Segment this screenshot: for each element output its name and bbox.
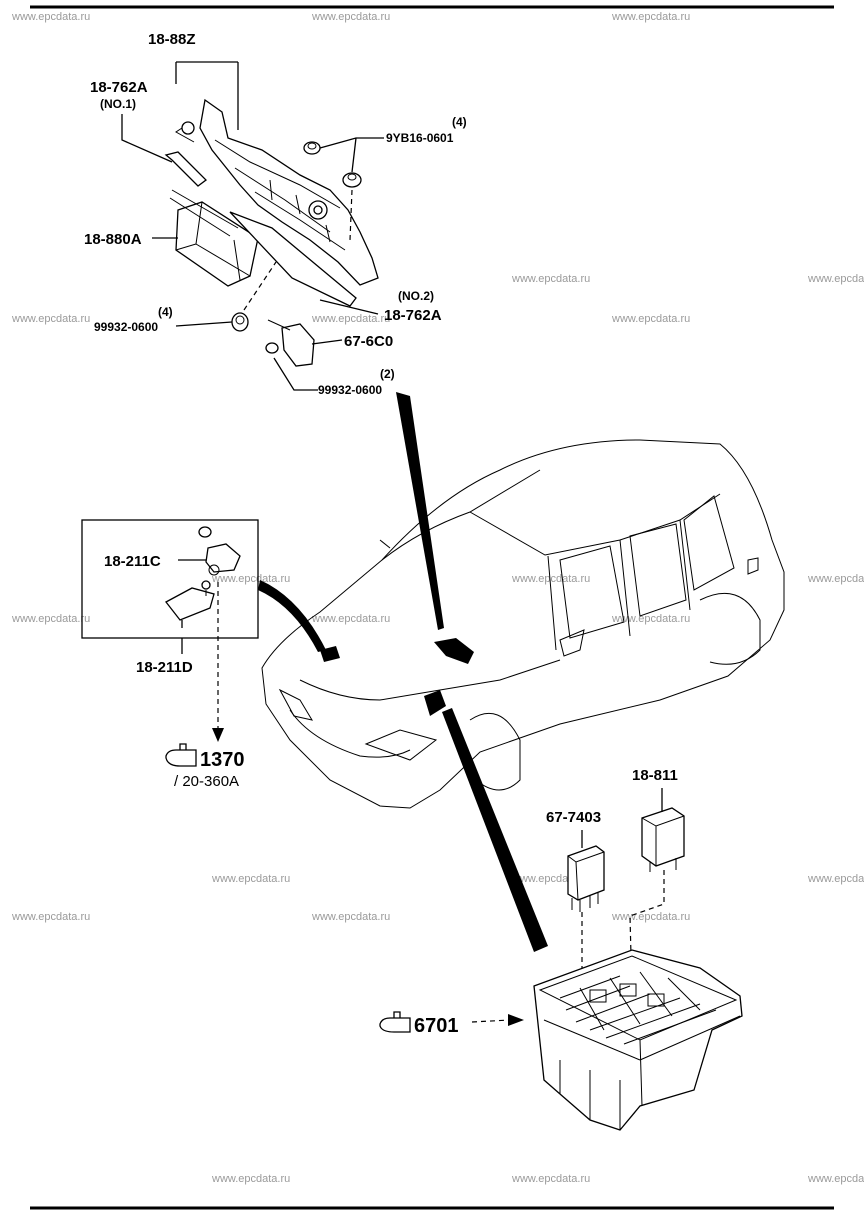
svg-text:www.epcdata.ru: www.epcdata.ru — [807, 573, 864, 585]
relay-18-811 — [641, 807, 685, 872]
part-label-18-211D: 18-211D — [136, 659, 193, 676]
svg-text:www.epcdata.ru: www.epcdata.ru — [511, 273, 590, 285]
part-label-18-88Z: 18-88Z — [148, 31, 196, 48]
relay-67-7403 — [567, 845, 605, 912]
svg-text:www.epcdata.ru: www.epcdata.ru — [311, 11, 390, 23]
svg-text:www.epcdata.ru: www.epcdata.ru — [611, 911, 690, 923]
svg-text:www.epcdata.ru: www.epcdata.ru — [211, 873, 290, 885]
fuse-ref-arrowhead — [508, 1014, 524, 1026]
sensor-ref-arrowhead — [212, 728, 224, 742]
svg-text:www.epcdata.ru: www.epcdata.ru — [807, 1173, 864, 1185]
svg-text:www.epcdata.ru: www.epcdata.ru — [807, 273, 864, 285]
svg-text:www.epcdata.ru: www.epcdata.ru — [807, 873, 864, 885]
hand-pointer-icon — [379, 1011, 411, 1033]
fuse-block — [533, 949, 743, 1131]
qualifier-no1: (NO.1) — [100, 97, 136, 111]
part-label-18-762A-no1: 18-762A — [90, 79, 148, 96]
svg-text:www.epcdata.ru: www.epcdata.ru — [11, 11, 90, 23]
fuse-ref-dash — [471, 1019, 511, 1023]
pointer-arrow-upper — [396, 392, 444, 630]
qualifier-no2: (NO.2) — [398, 289, 434, 303]
qty-label-4-left: (4) — [158, 305, 173, 319]
svg-text:www.epcdata.ru: www.epcdata.ru — [511, 1173, 590, 1185]
part-label-18-211C: 18-211C — [104, 553, 161, 570]
hand-pointer-icon — [165, 743, 197, 767]
qty-label-2: (2) — [380, 367, 395, 381]
svg-text:www.epcdata.ru: www.epcdata.ru — [11, 613, 90, 625]
svg-text:www.epcdata.ru: www.epcdata.ru — [211, 573, 290, 585]
svg-text:www.epcdata.ru: www.epcdata.ru — [311, 313, 390, 325]
svg-text:www.epcdata.ru: www.epcdata.ru — [11, 313, 90, 325]
svg-text:www.epcdata.ru: www.epcdata.ru — [211, 1173, 290, 1185]
part-label-99932-0600-left: 99932-0600 — [94, 320, 158, 334]
qty-label-4-top: (4) — [452, 115, 467, 129]
svg-text:www.epcdata.ru: www.epcdata.ru — [611, 313, 690, 325]
pointer-arrow-left — [258, 580, 326, 652]
svg-text:www.epcdata.ru: www.epcdata.ru — [611, 11, 690, 23]
svg-text:www.epcdata.ru: www.epcdata.ru — [611, 613, 690, 625]
watermarks: www.epcdata.ru www.epcdata.ru www.epcdat… — [11, 11, 864, 1185]
vehicle-outline — [261, 439, 785, 809]
pointer-arrow-lower — [442, 708, 548, 952]
svg-text:www.epcdata.ru: www.epcdata.ru — [511, 573, 590, 585]
part-label-67-6C0: 67-6C0 — [344, 333, 393, 350]
part-label-67-7403: 67-7403 — [546, 809, 601, 826]
svg-text:www.epcdata.ru: www.epcdata.ru — [311, 613, 390, 625]
part-label-18-880A: 18-880A — [84, 231, 142, 248]
svg-text:www.epcdata.ru: www.epcdata.ru — [11, 911, 90, 923]
part-label-99932-0600-bottom: 99932-0600 — [318, 383, 382, 397]
ref-label-20-360A[interactable]: / 20-360A — [174, 773, 239, 790]
bracket-assembly-drawing — [164, 98, 379, 367]
part-label-18-811: 18-811 — [632, 767, 678, 784]
ref-label-1370[interactable]: 1370 — [200, 749, 245, 771]
part-label-9YB16-0601: 9YB16-0601 — [386, 131, 454, 145]
ref-label-6701[interactable]: 6701 — [414, 1015, 459, 1037]
sensor-inset-box — [81, 519, 259, 639]
leader-lines-top — [121, 61, 384, 391]
part-label-18-762A-no2: 18-762A — [384, 307, 442, 324]
svg-text:www.epcdata.ru: www.epcdata.ru — [311, 911, 390, 923]
